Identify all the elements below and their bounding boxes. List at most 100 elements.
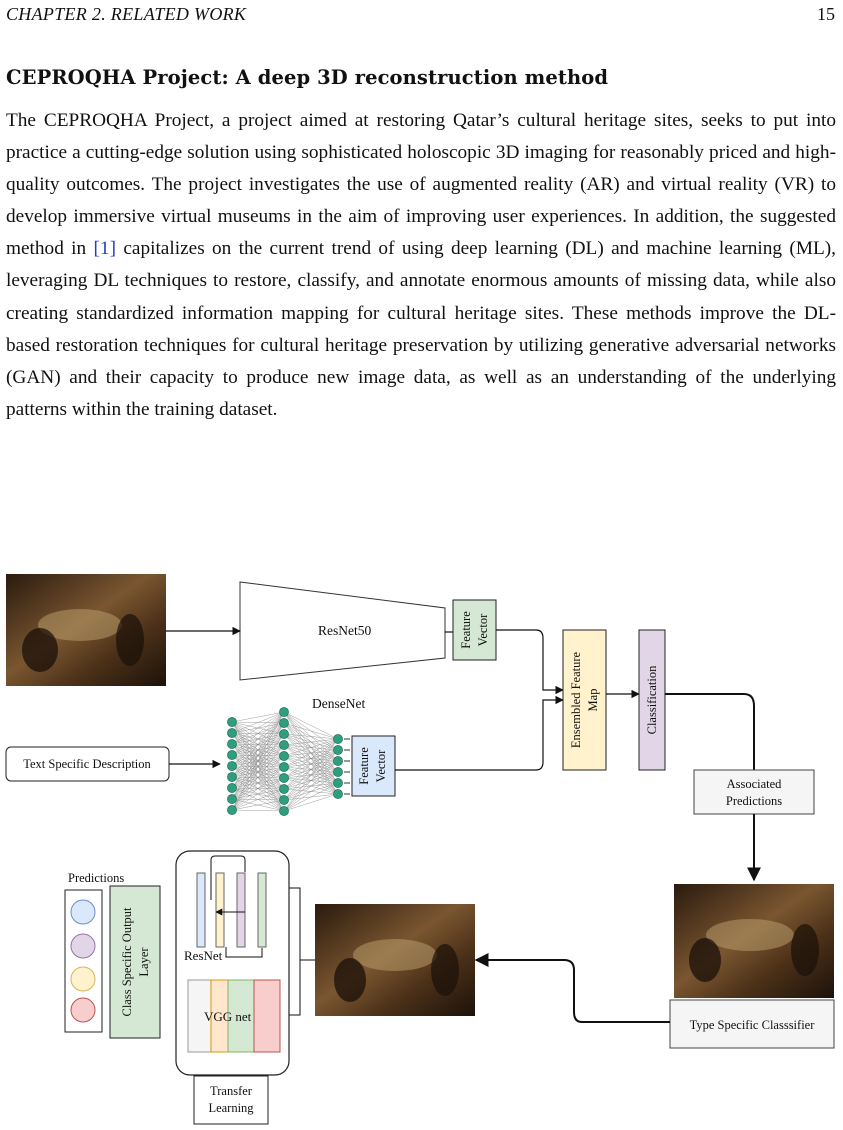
densenet-node (227, 805, 237, 815)
densenet-edge (231, 711, 285, 811)
densenet-edge (283, 711, 339, 740)
densenet-node (227, 772, 237, 782)
densenet-edge (231, 711, 285, 723)
densenet-node (279, 740, 289, 750)
feature-vector-1-line2: Vector (476, 613, 490, 646)
densenet-node (333, 734, 343, 744)
densenet-node (279, 751, 289, 761)
type-specific-classifier-box (669, 999, 835, 1049)
resnet-layer-4 (257, 872, 267, 948)
densenet-network (231, 711, 339, 812)
resnet50-label: ResNet50 (318, 623, 371, 638)
densenet-node (227, 717, 237, 727)
painting-image-2 (674, 884, 834, 998)
output-layer-line2: Layer (137, 947, 151, 977)
densenet-edge (283, 738, 339, 746)
arrow-vector2-to-ensembled (395, 695, 564, 771)
densenet-edge (283, 733, 339, 740)
densenet-edge (283, 771, 339, 812)
arrow-classification-to-predictions (665, 693, 755, 770)
densenet-node (227, 750, 237, 760)
page-number: 15 (817, 4, 835, 24)
classification-box (638, 629, 666, 771)
prediction-circle-blue (70, 899, 96, 925)
paragraph-text-2: capitalizes on the current trend of usin… (6, 238, 836, 420)
citation-link[interactable]: [1] (93, 238, 116, 260)
resnet-layer-1 (196, 872, 206, 948)
densenet-node (279, 795, 289, 805)
densenet-node (279, 806, 289, 816)
prediction-circle-yellow (70, 966, 96, 992)
densenet-edge (231, 722, 285, 811)
resnet-layer-2 (215, 872, 225, 948)
associated-line2: Predictions (726, 794, 782, 808)
densenet-node (227, 794, 237, 804)
densenet-edge (283, 782, 339, 812)
feature-vector-box-1 (452, 599, 497, 661)
densenet-label: DenseNet (312, 696, 365, 711)
section-title: CEPROQHA Project: A deep 3D reconstructi… (6, 66, 609, 89)
associated-predictions-box (693, 769, 815, 815)
densenet-node (227, 739, 237, 749)
densenet-node (279, 707, 289, 717)
densenet-edge (231, 711, 285, 778)
output-layer-box (109, 885, 161, 1039)
densenet-edge (231, 711, 285, 734)
resnet-small-label: ResNet (184, 948, 223, 963)
densenet-node (227, 783, 237, 793)
architecture-diagram: ResNet50 Feature Vector DenseNet Text Sp… (5, 574, 835, 1125)
resnet-layer-3 (236, 872, 246, 948)
text-description-label: Text Specific Description (23, 757, 151, 771)
densenet-node (333, 767, 343, 777)
arrow-classifier-to-image (474, 953, 670, 1023)
densenet-node (227, 728, 237, 738)
densenet-node (333, 745, 343, 755)
densenet-edge (231, 711, 285, 745)
feature-vector-1-line1: Feature (459, 611, 473, 649)
ensembled-line2: Map (586, 689, 600, 712)
densenet-edge (283, 738, 339, 801)
densenet-node (279, 784, 289, 794)
densenet-edge (231, 809, 285, 812)
painting-image-1 (6, 574, 166, 686)
output-layer-line1: Class Specific Output (120, 907, 134, 1017)
densenet-edge (231, 777, 285, 811)
densenet-node (227, 761, 237, 771)
feature-vector-2-line1: Feature (357, 747, 371, 785)
densenet-edge (283, 760, 339, 812)
prediction-circle-purple (70, 933, 96, 959)
type-specific-label: Type Specific Classsifier (690, 1018, 816, 1032)
body-paragraph: The CEPROQHA Project, a project aimed at… (6, 105, 836, 426)
prediction-circle-red (70, 997, 96, 1023)
densenet-edge (283, 738, 339, 812)
painting-image-3 (315, 904, 475, 1016)
paragraph-text-1: The CEPROQHA Project, a project aimed at… (6, 110, 836, 260)
densenet-edge (283, 793, 339, 812)
densenet-node (279, 773, 289, 783)
transfer-line1: Transfer (210, 1084, 253, 1098)
densenet-node (279, 762, 289, 772)
densenet-edge (283, 749, 339, 812)
feature-vector-box-2 (351, 735, 396, 797)
densenet-edge (231, 733, 285, 811)
densenet-edge (231, 711, 285, 756)
densenet-edge (231, 711, 285, 800)
densenet-node (279, 718, 289, 728)
densenet-node (333, 789, 343, 799)
densenet-node (279, 729, 289, 739)
densenet-edge (231, 788, 285, 811)
resnet-skip-2 (225, 947, 263, 958)
densenet-edge (231, 766, 285, 811)
transfer-line2: Learning (208, 1101, 254, 1115)
densenet-edge (283, 722, 339, 740)
densenet-edge (283, 738, 339, 757)
densenet-edge (283, 738, 339, 779)
ensembled-line1: Ensembled Feature (569, 651, 583, 748)
densenet-edge (231, 744, 285, 811)
resnet50-block (239, 581, 446, 681)
associated-line1: Associated (727, 777, 783, 791)
densenet-edge (231, 711, 285, 789)
densenet-edge (231, 711, 285, 767)
vgg-label: VGG net (204, 1009, 252, 1024)
densenet-edge (283, 738, 339, 768)
